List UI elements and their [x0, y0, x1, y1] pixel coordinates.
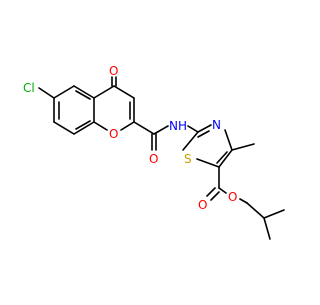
atom-label-amide-nh: NH — [169, 119, 187, 133]
bond-thiazole-2 — [224, 129, 233, 151]
molecule-structure: Cl O O O NH N S O O — [23, 64, 285, 240]
bond-ester-co-a — [206, 187, 216, 197]
bond-isobutyl-3 — [263, 217, 271, 240]
bond-n-thiazole — [187, 125, 199, 133]
bond-isobutyl-1 — [246, 202, 265, 219]
atom-label-ketone-oxygen: O — [109, 64, 118, 78]
atom-label-ester-oxygen: O — [228, 190, 237, 204]
bond-pyran-4 — [120, 121, 135, 131]
bond-thiazole-4 — [196, 158, 220, 168]
bond-pyran-1 — [93, 85, 115, 99]
bond-benzo-2 — [73, 85, 95, 99]
atom-label-layer: Cl O O O NH N S O O — [23, 64, 237, 212]
atom-label-amide-oxygen: O — [149, 152, 158, 166]
molecule-canvas: Cl O O O NH N S O O — [23, 64, 285, 240]
bond-benzo-5 — [53, 121, 75, 135]
bond-benzo-double-3 — [75, 120, 91, 130]
bond-amide-n — [153, 125, 169, 135]
bond-thiazole-1 — [197, 124, 212, 133]
bond-thiazole-5 — [182, 131, 199, 151]
bond-ester-o — [218, 187, 227, 194]
atom-label-ester-carbonyl-oxygen: O — [198, 198, 207, 212]
bond-thiazole-3-double — [216, 151, 228, 164]
bond-thiazole-3 — [218, 149, 233, 168]
bond-ester-och2 — [239, 198, 248, 204]
bond-layer — [38, 76, 285, 240]
bond-c2-amide — [133, 121, 155, 135]
atom-label-chlorine: Cl — [23, 81, 35, 95]
bond-pyran-2 — [113, 85, 135, 99]
bond-thiazole-1-double — [197, 130, 210, 138]
bond-ester-co-b — [210, 191, 220, 201]
bond-methyl — [231, 143, 255, 151]
atom-label-thiazole-nitrogen: N — [212, 118, 221, 132]
bond-benzo-4 — [73, 121, 95, 135]
atom-label-sulfur: S — [184, 152, 192, 166]
bond-isobutyl-2 — [263, 209, 285, 219]
atom-label-ring-oxygen: O — [109, 127, 118, 141]
bond-benzo-double-1 — [75, 90, 91, 100]
bond-benzo-1 — [53, 85, 75, 99]
bond-pyran-5 — [93, 121, 108, 131]
bond-cl — [38, 87, 55, 99]
